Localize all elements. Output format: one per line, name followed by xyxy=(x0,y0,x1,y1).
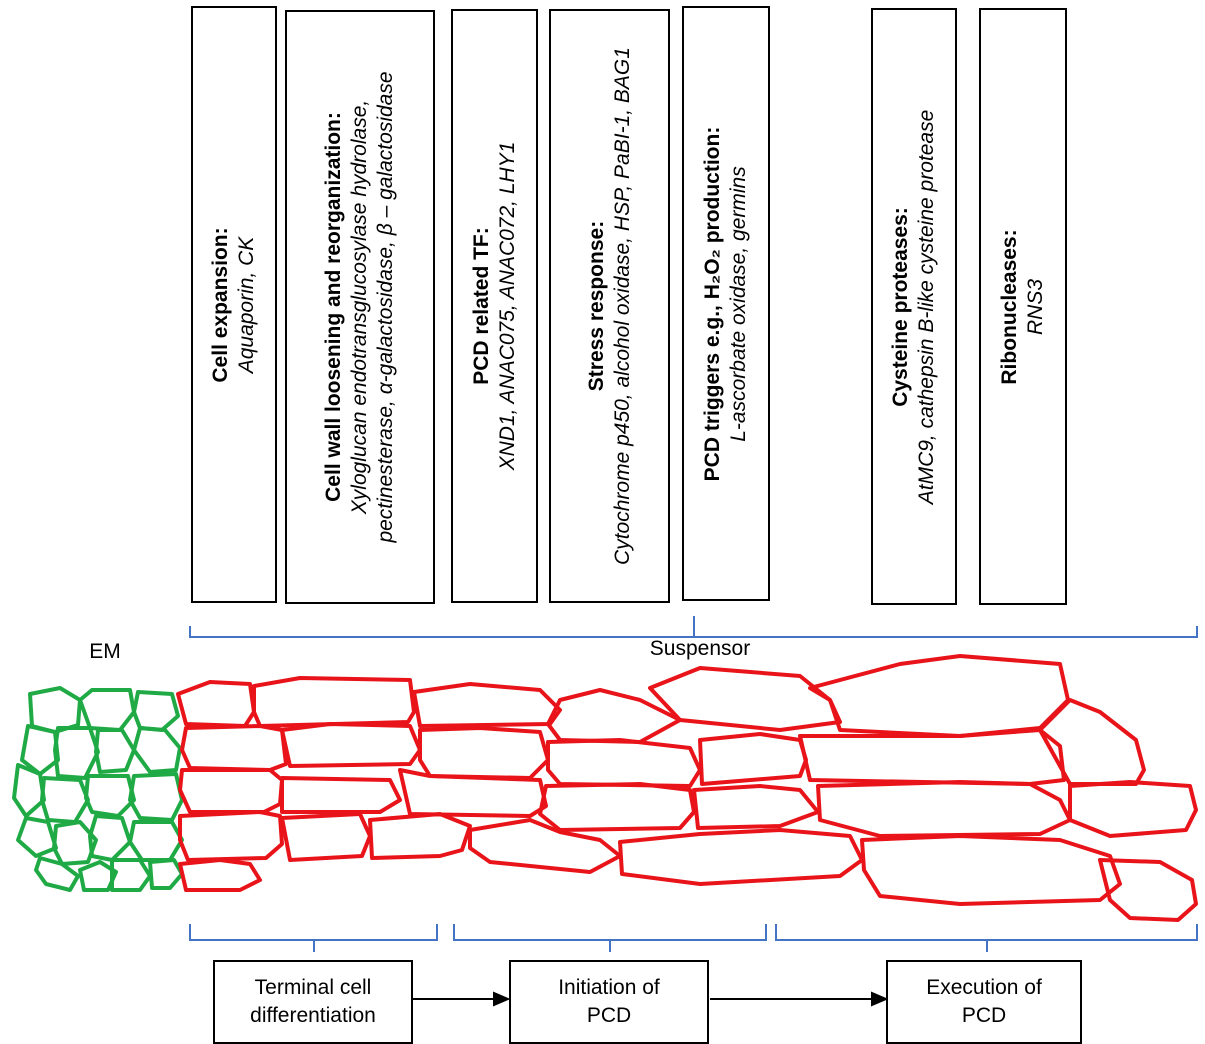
stage-label-line1: Terminal cell xyxy=(254,976,372,999)
embryo-cells xyxy=(12,686,184,892)
stage-box-terminal-differentiation: Terminal cell differentiation xyxy=(213,960,413,1044)
suspensor-cells xyxy=(176,654,1198,922)
gene-box-cell-wall: Cell wall loosening and reorganization:X… xyxy=(285,10,435,604)
stage-box-initiation-pcd: Initiation of PCD xyxy=(509,960,709,1044)
stage-label-line2: PCD xyxy=(961,1004,1007,1027)
gene-box-cell-expansion: Cell expansion:Aquaporin, CK xyxy=(191,6,277,603)
gene-box-pcd-tf: PCD related TF:XND1, ANAC075, ANAC072, L… xyxy=(451,9,538,603)
stage-box-execution-pcd: Execution of PCD xyxy=(886,960,1082,1044)
stage-label-line1: Execution of xyxy=(926,976,1042,999)
gene-box-cysteine-proteases: Cysteine proteases:AtMC9, cathepsin B-li… xyxy=(871,8,957,605)
stage-label-line2: differentiation xyxy=(250,1004,376,1027)
gene-box-stress-response: Stress response:Cytochrome p450, alcohol… xyxy=(549,9,670,603)
gene-box-ribonucleases: Ribonucleases:RNS3 xyxy=(979,8,1067,605)
stage-arrows xyxy=(412,991,889,1007)
stage-bracket-3 xyxy=(775,924,1198,952)
gene-box-pcd-triggers: PCD triggers e.g., H₂O₂ production:L-asc… xyxy=(682,6,770,601)
stage-bracket-1 xyxy=(189,924,438,952)
suspensor-bracket xyxy=(189,626,1198,638)
stage-label-line2: PCD xyxy=(586,1004,632,1027)
stage-bracket-2 xyxy=(453,924,767,952)
stage-label-line1: Initiation of xyxy=(558,976,660,999)
suspensor-label: Suspensor xyxy=(649,637,751,660)
em-label: EM xyxy=(89,640,121,663)
